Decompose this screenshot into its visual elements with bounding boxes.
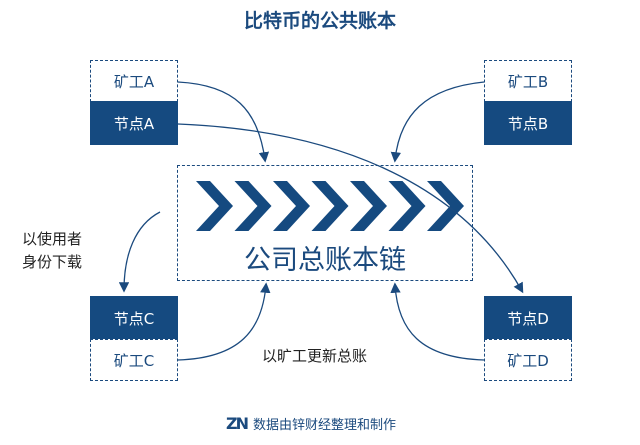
- node-b-box: 节点B: [484, 101, 572, 145]
- arrow-miner-c-to-ledger: [177, 282, 271, 361]
- miner-a-box: 矿工A: [90, 60, 178, 102]
- zn-logo: ZN: [226, 414, 249, 433]
- miner-d-box: 矿工D: [484, 339, 572, 381]
- chevron-arrow: [350, 181, 387, 231]
- chevron-arrow: [388, 181, 426, 231]
- user-download-note: 以使用者 身份下载: [22, 228, 82, 274]
- chevron-arrow: [273, 181, 310, 231]
- chevron-group: [196, 181, 464, 231]
- arrow-node-a-to-node-d: [177, 123, 524, 294]
- ledger-box: [177, 165, 473, 281]
- miner-b-box: 矿工B: [484, 60, 572, 102]
- user-download-line2: 身份下载: [22, 253, 83, 271]
- chevron-arrow: [234, 181, 272, 231]
- miner-c-box: 矿工C: [90, 339, 178, 381]
- node-d-box: 节点D: [484, 296, 572, 340]
- miner-update-note: 以旷工更新总账: [262, 347, 368, 365]
- chevron-arrow: [311, 181, 349, 231]
- node-a-box: 节点A: [90, 101, 178, 145]
- node-c-box: 节点C: [90, 296, 178, 340]
- user-download-line1: 以使用者: [22, 230, 83, 248]
- chevron-arrow: [427, 181, 464, 231]
- ledger-label: 公司总账本链: [244, 245, 406, 276]
- diagram-title: 比特币的公共账本: [243, 10, 396, 32]
- arrow-ledger-to-node-c: [118, 211, 161, 293]
- chevron-arrow: [196, 181, 233, 231]
- arrow-miner-b-to-ledger: [390, 81, 485, 163]
- arrow-miner-d-to-ledger: [390, 282, 485, 361]
- footer: ZN 数据由锌财经整理和制作: [226, 414, 396, 433]
- footer-text: 数据由锌财经整理和制作: [253, 418, 397, 433]
- arrow-miner-a-to-ledger: [177, 81, 270, 163]
